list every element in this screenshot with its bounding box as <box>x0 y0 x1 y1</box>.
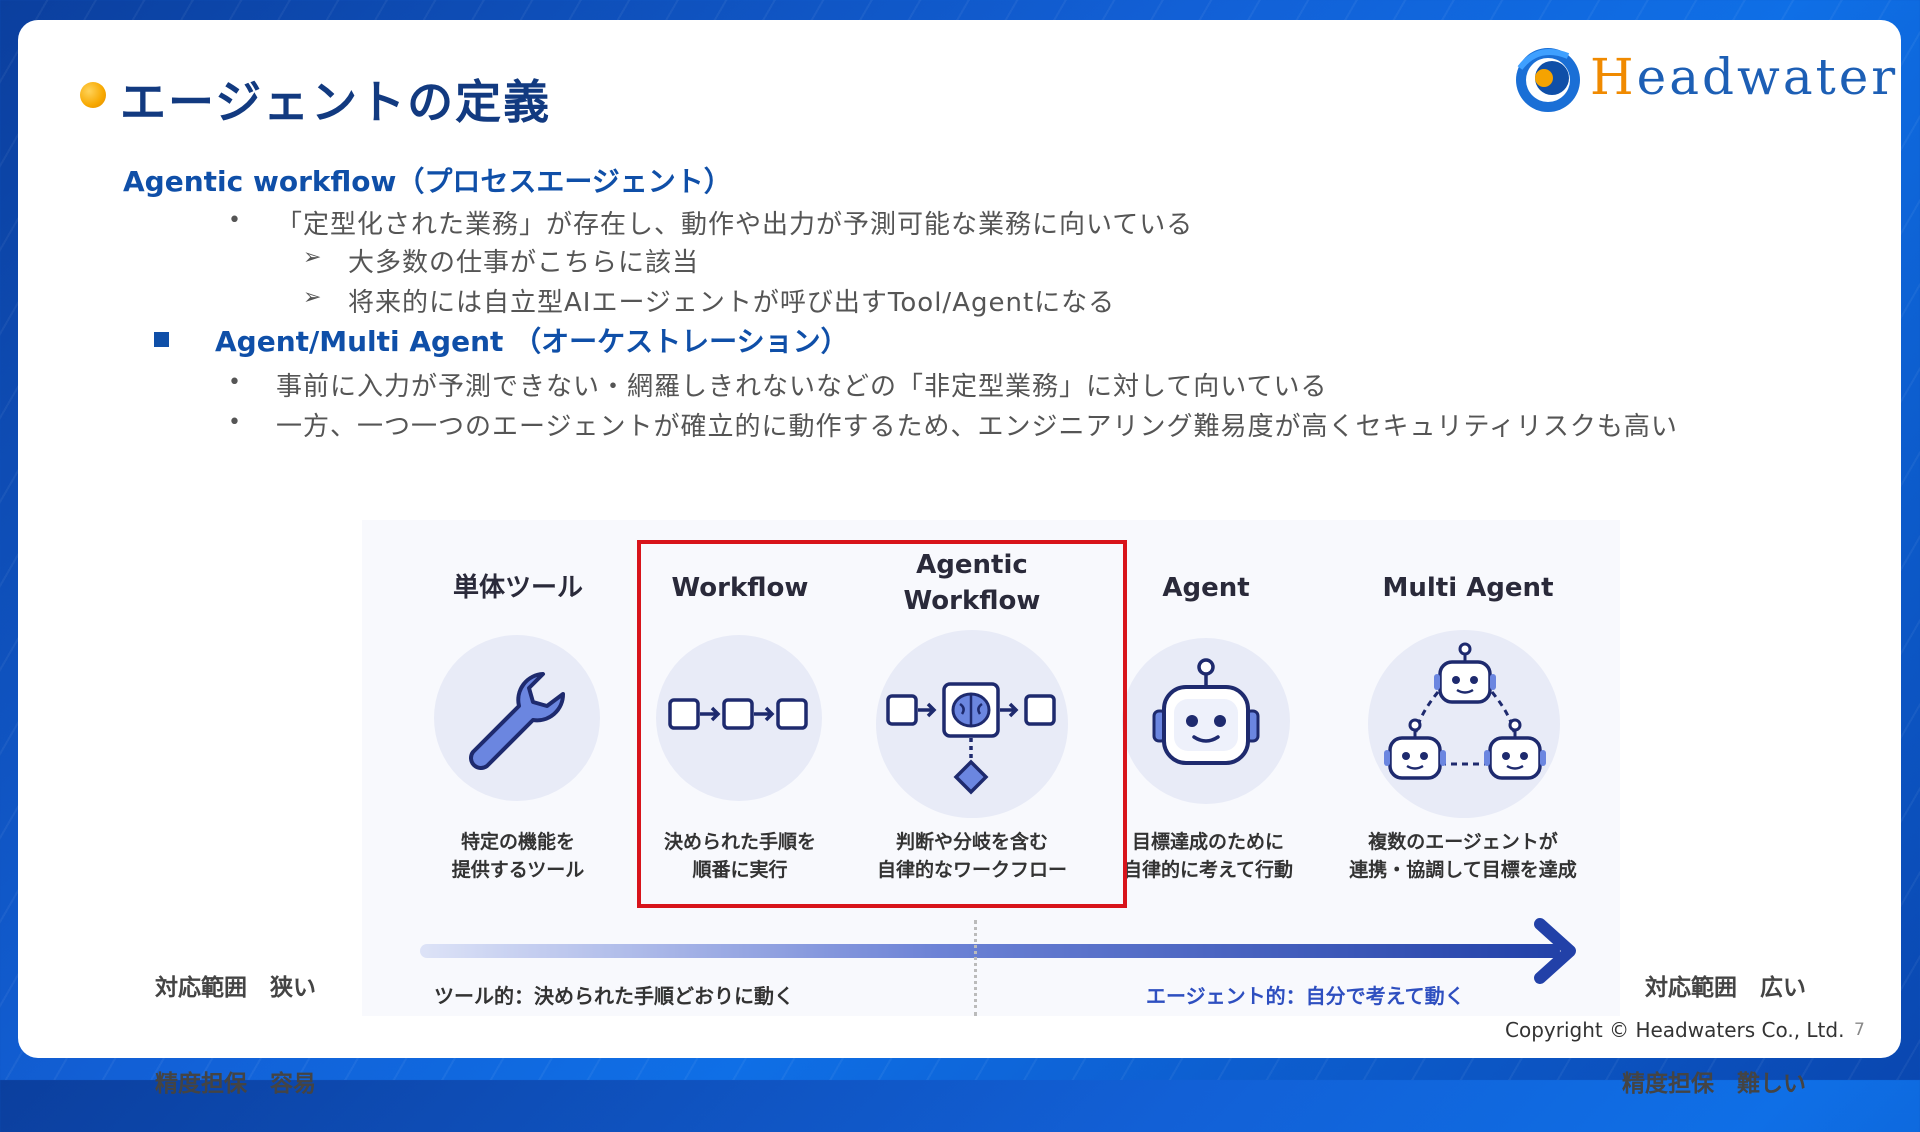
bottom-label-tool: ツール的：決められた手順どおりに動く <box>434 984 794 1008</box>
bullet-dot: • <box>228 370 241 395</box>
col-desc-workflow: 決められた手順を 順番に実行 <box>630 828 850 884</box>
desc-line: 連携・協調して目標を達成 <box>1349 859 1577 881</box>
brand-name: Headwaters <box>1590 48 1901 106</box>
section-heading-agent: Agent/Multi Agent （オーケストレーション） <box>215 325 849 358</box>
brand-rest: eadwaters <box>1636 48 1901 106</box>
page-title: エージェントの定義 <box>120 75 552 129</box>
agentic-sub-1: 大多数の仕事がこちらに該当 <box>348 248 700 278</box>
highlight-box <box>637 540 1127 908</box>
bullet-dot: • <box>228 208 241 233</box>
left-range-line: 精度担保 容易 <box>155 1071 316 1097</box>
col-desc-agentic: 判断や分岐を含む 自律的なワークフロー <box>862 828 1082 884</box>
desc-line: 順番に実行 <box>692 859 788 881</box>
copyright-text: Copyright © Headwaters Co., Ltd. <box>1505 1018 1845 1042</box>
wrench-icon <box>469 672 566 770</box>
left-range-line: 対応範囲 狭い <box>155 975 316 1001</box>
desc-line: 決められた手順を <box>663 831 816 853</box>
desc-line: 提供するツール <box>451 859 585 881</box>
desc-line: 自律的に考えて行動 <box>1122 859 1294 881</box>
col-desc-multi-agent: 複数のエージェントが 連携・協調して目標を達成 <box>1338 828 1588 884</box>
desc-line: 複数のエージェントが <box>1368 831 1558 853</box>
col-desc-tool: 特定の機能を 提供するツール <box>408 828 628 884</box>
arrow-bullet-icon: ➢ <box>303 245 322 270</box>
col-title-workflow: Workflow <box>671 573 809 603</box>
right-range-line: 対応範囲 広い <box>1645 975 1806 1001</box>
center-divider <box>974 920 977 1016</box>
col-title-agent: Agent <box>1162 573 1250 603</box>
arrow-bullet-icon: ➢ <box>303 285 322 310</box>
multi-robot-icon <box>1384 642 1546 780</box>
col-title-agentic-1: Agentic <box>916 550 1028 580</box>
right-range-line: 精度担保 難しい <box>1622 1071 1806 1097</box>
robot-right <box>1484 718 1546 780</box>
section-heading-agentic-workflow: Agentic workflow（プロセスエージェント） <box>123 165 732 198</box>
arrow-head-icon <box>1534 918 1576 984</box>
headwaters-logo-icon <box>1516 48 1580 112</box>
robot-icon <box>1152 658 1260 765</box>
left-range-label: 対応範囲 狭い 精度担保 容易 <box>155 908 316 1132</box>
col-desc-agent: 目標達成のために 自律的に考えて行動 <box>1098 828 1318 884</box>
title-bullet-icon <box>80 82 106 108</box>
desc-line: 自律的なワークフロー <box>876 859 1067 881</box>
square-bullet-icon <box>154 332 169 347</box>
robot-top <box>1434 642 1496 704</box>
agent-bullet-1: 事前に入力が予測できない・網羅しきれないなどの「非定型業務」に対して向いている <box>276 372 1328 402</box>
desc-line: 判断や分岐を含む <box>895 831 1048 853</box>
workflow-steps-icon <box>668 698 808 730</box>
desc-line: 目標達成のために <box>1131 831 1284 853</box>
col-title-multi-agent: Multi Agent <box>1382 573 1554 603</box>
robot-left <box>1384 718 1446 780</box>
page-number: 7 <box>1854 1020 1865 1040</box>
brain-workflow-icon <box>886 682 1056 795</box>
agent-bullet-2: 一方、一つ一つのエージェントが確立的に動作するため、エンジニアリング難易度が高く… <box>276 412 1678 442</box>
agentic-bullet-1: 「定型化された業務」が存在し、動作や出力が予測可能な業務に向いている <box>276 210 1194 240</box>
bullet-dot: • <box>228 410 241 435</box>
agentic-sub-2: 将来的には自立型AIエージェントが呼び出すTool/Agentになる <box>348 288 1116 318</box>
bottom-label-agent: エージェント的：自分で考えて動く <box>1146 984 1465 1008</box>
col-title-agentic-2: Workflow <box>903 586 1041 616</box>
spectrum-arrow-bar <box>420 944 1560 958</box>
brand-initial: H <box>1590 48 1637 106</box>
col-title-tool: 単体ツール <box>452 573 583 603</box>
desc-line: 特定の機能を <box>460 831 575 853</box>
